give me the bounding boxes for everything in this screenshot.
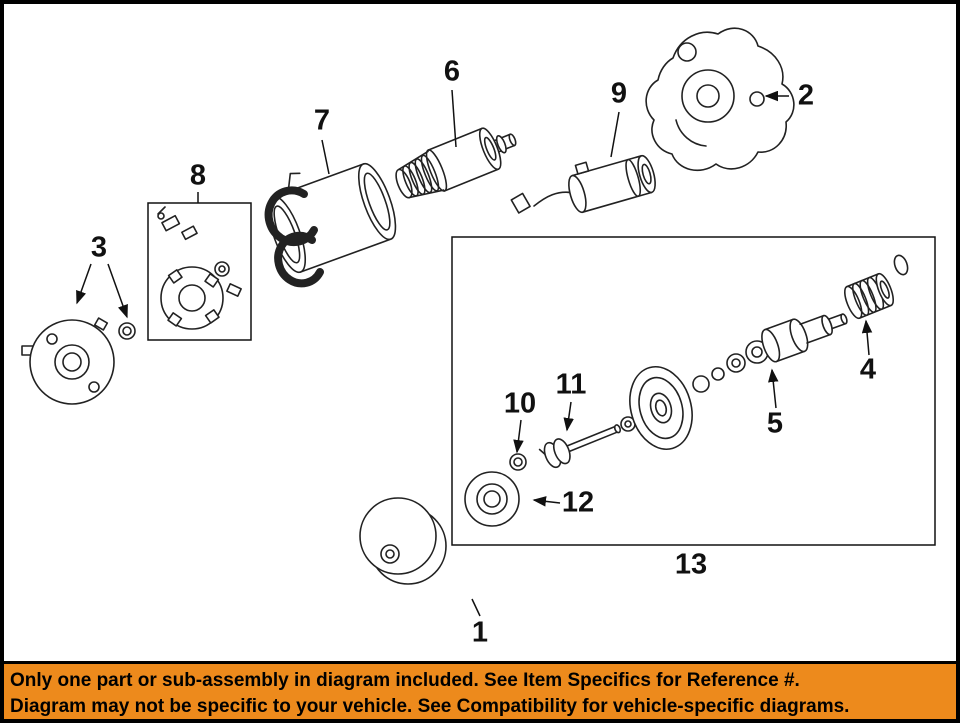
part-brush-holder: [157, 206, 242, 330]
group-box-13: [451, 236, 936, 546]
part-clutch-shaft: [745, 313, 848, 364]
callout-6: 6: [443, 55, 461, 88]
callout-13: 13: [674, 548, 708, 581]
callout-12: 12: [561, 486, 595, 519]
part-gear-cover: [359, 497, 447, 585]
parts-line-art: [21, 27, 936, 617]
part-solenoid: [510, 154, 656, 214]
part-internal-gear: [629, 365, 693, 451]
part-pinion-shaft: [538, 424, 622, 469]
callout-10: 10: [503, 387, 537, 420]
part-bearing: [464, 471, 520, 527]
part-rear-housing: [645, 27, 795, 172]
callout-11: 11: [555, 368, 587, 401]
part-pole-shoes: [264, 186, 324, 288]
callout-8: 8: [189, 159, 207, 192]
banner-line-2: Diagram may not be specific to your vehi…: [10, 695, 850, 717]
part-o-ring: [893, 254, 909, 276]
callout-3: 3: [90, 231, 108, 264]
callout-7: 7: [313, 104, 331, 137]
leader-lines: [76, 89, 873, 617]
part-clutch-gear: [843, 272, 895, 320]
part-retainer-rings: [692, 353, 746, 393]
part-stop-nut: [509, 453, 527, 471]
callout-9: 9: [610, 77, 628, 110]
callout-2: 2: [797, 79, 815, 112]
part-armature: [395, 127, 517, 199]
callout-4: 4: [859, 353, 877, 386]
group-box-8: [147, 202, 252, 341]
callout-5: 5: [766, 407, 784, 440]
disclaimer-banner: Only one part or sub-assembly in diagram…: [0, 661, 960, 723]
banner-line-1: Only one part or sub-assembly in diagram…: [10, 669, 800, 691]
callout-1: 1: [471, 616, 489, 649]
part-front-bracket: [21, 317, 136, 405]
